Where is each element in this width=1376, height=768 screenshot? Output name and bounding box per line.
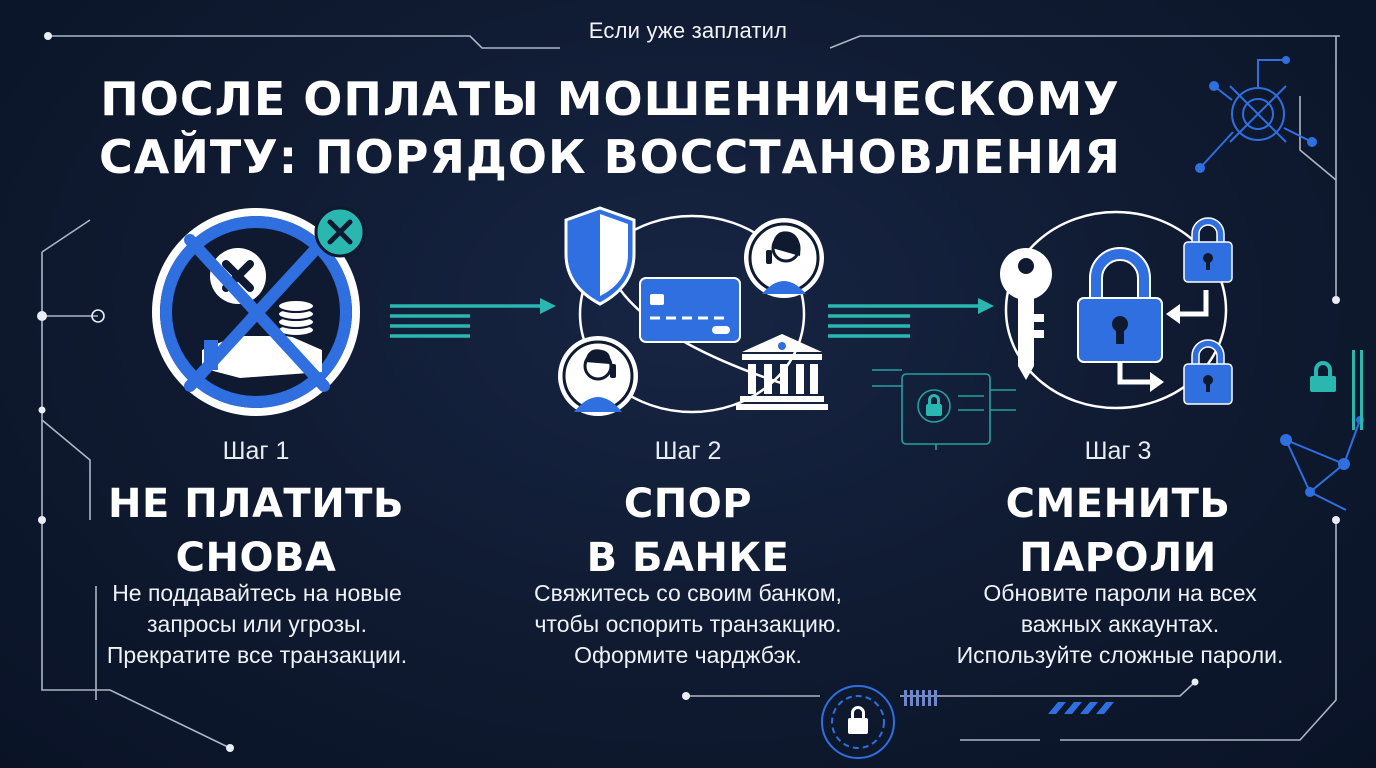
step-3-desc-line-3: Используйте сложные пароли.	[956, 642, 1284, 668]
step-3-heading-line-2: ПАРОЛИ	[1019, 535, 1217, 581]
step-1-desc-line-2: запросы или угрозы.	[147, 611, 367, 637]
step-2-heading-line-2: В БАНКЕ	[586, 535, 790, 581]
bank-dispute-icon	[558, 206, 828, 416]
step-3-heading: СМЕНИТЬ ПАРОЛИ	[918, 477, 1318, 585]
change-passwords-icon	[872, 210, 1233, 450]
step-1-desc-line-1: Не поддавайтесь на новые	[112, 580, 402, 606]
step-2-label: Шаг 2	[654, 437, 722, 465]
step-2-description: Свяжитесь со своим банком, чтобы оспорит…	[478, 578, 898, 671]
step-1-heading: НЕ ПЛАТИТЬ СНОВА	[56, 477, 456, 585]
step-3-desc-line-2: важных аккаунтах.	[1020, 611, 1220, 637]
step-1-heading-line-2: СНОВА	[175, 535, 337, 581]
step-3-description: Обновите пароли на всех важных аккаунтах…	[910, 578, 1330, 671]
page-title: ПОСЛЕ ОПЛАТЫ МОШЕННИЧЕСКОМУ САЙТУ: ПОРЯД…	[40, 70, 1180, 186]
step-3-desc-line-1: Обновите пароли на всех	[983, 580, 1257, 606]
step-1-heading-line-1: НЕ ПЛАТИТЬ	[108, 481, 404, 527]
title-line-1: ПОСЛЕ ОПЛАТЫ МОШЕННИЧЕСКОМУ	[100, 72, 1120, 126]
step-2-heading: СПОР В БАНКЕ	[488, 477, 888, 585]
step-3-label: Шаг 3	[1084, 437, 1152, 465]
step-2-desc-line-1: Свяжитесь со своим банком,	[534, 580, 842, 606]
step-2-desc-line-3: Оформите чарджбэк.	[574, 642, 802, 668]
step-3-heading-line-1: СМЕНИТЬ	[1005, 481, 1231, 527]
step-2-desc-line-2: чтобы оспорить транзакцию.	[534, 611, 842, 637]
step-2-heading-line-1: СПОР	[623, 481, 753, 527]
step-1-desc-line-3: Прекратите все транзакции.	[106, 642, 408, 668]
title-line-2: САЙТУ: ПОРЯДОК ВОССТАНОВЛЕНИЯ	[99, 130, 1121, 184]
no-payment-icon	[152, 206, 366, 416]
subtitle: Если уже заплатил	[588, 18, 788, 43]
step-1-label: Шаг 1	[222, 437, 290, 465]
step-1-description: Не поддавайтесь на новые запросы или угр…	[47, 578, 467, 671]
